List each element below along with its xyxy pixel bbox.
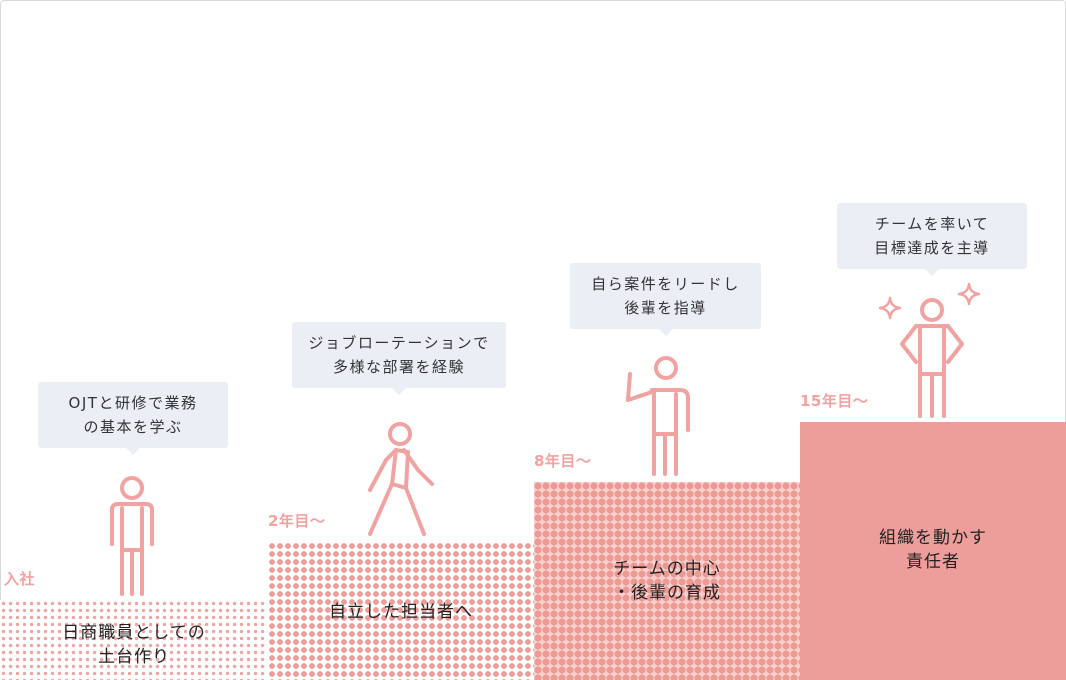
- step-2-speech-bubble: ジョブローテーションで 多様な部署を経験: [292, 322, 506, 395]
- sparkle-icon: [878, 296, 902, 320]
- step-3-bubble-line-2: 後輩を指導: [624, 299, 707, 317]
- step-2-year-label: 2年目〜: [268, 512, 326, 530]
- standing-person-icon: [110, 476, 154, 596]
- step-3-description-line-1: チームの中心: [613, 559, 721, 579]
- walking-person-icon: [368, 422, 434, 536]
- step-2-bubble-line-1: ジョブローテーションで: [308, 334, 490, 352]
- step-3-year-label: 8年目〜: [534, 452, 592, 470]
- step-4-description-line-2: 責任者: [906, 552, 960, 572]
- step-4-speech-bubble: チームを率いて 目標達成を主導: [837, 203, 1027, 276]
- step-4-description: 組織を動かす 責任者: [800, 526, 1066, 574]
- step-2-description-line-1: 自立した担当者へ: [329, 602, 473, 622]
- step-4-bubble-line-2: 目標達成を主導: [874, 239, 990, 257]
- step-2-block: 自立した担当者へ: [268, 542, 534, 680]
- confident-person-icon: [900, 298, 964, 418]
- step-4-description-line-1: 組織を動かす: [879, 528, 987, 548]
- step-4-bubble-line-1: チームを率いて: [874, 215, 990, 233]
- step-2-bubble-line-2: 多様な部署を経験: [332, 358, 465, 376]
- step-1-bubble-line-1: OJTと研修で業務: [68, 394, 198, 412]
- step-3-speech-bubble: 自ら案件をリードし 後輩を指導: [570, 263, 761, 336]
- step-1-description: 日商職員としての 土台作り: [0, 621, 268, 669]
- step-3-bubble-line-1: 自ら案件をリードし: [591, 275, 740, 293]
- step-1-block: 日商職員としての 土台作り: [0, 600, 268, 680]
- step-1-description-line-1: 日商職員としての: [62, 623, 206, 643]
- waving-person-icon: [626, 356, 690, 476]
- sparkle-icon: [957, 282, 981, 306]
- step-3-description: チームの中心 ・後輩の育成: [534, 557, 800, 605]
- step-3-description-line-2: ・後輩の育成: [613, 583, 721, 603]
- step-1-speech-bubble: OJTと研修で業務 の基本を学ぶ: [38, 382, 228, 455]
- step-1-bubble-line-2: の基本を学ぶ: [83, 418, 183, 436]
- step-4-year-label: 15年目〜: [800, 392, 869, 410]
- step-2-description: 自立した担当者へ: [268, 600, 534, 624]
- step-3-block: チームの中心 ・後輩の育成: [534, 482, 800, 680]
- step-4-block: 組織を動かす 責任者: [800, 422, 1066, 680]
- step-1-year-label: 入社: [4, 570, 36, 588]
- step-1-description-line-2: 土台作り: [98, 647, 170, 667]
